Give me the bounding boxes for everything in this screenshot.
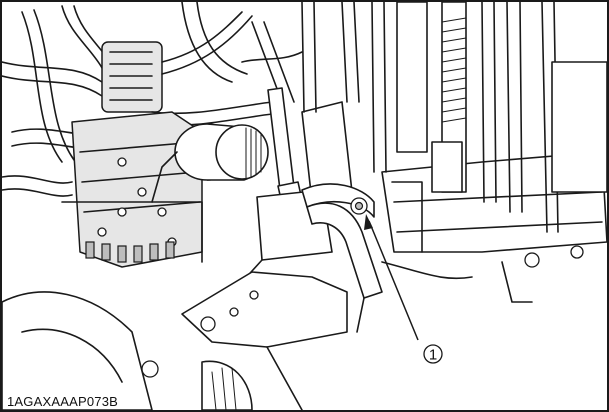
upper-tubes — [301, 2, 428, 173]
injection-pump-block — [61, 111, 203, 268]
callout-leader — [364, 214, 419, 341]
figure-code: 1AGAXAAAP073B — [6, 394, 122, 409]
left-hose-bundle — [2, 2, 303, 197]
oil-filter — [151, 123, 269, 203]
lower-left-housing — [2, 291, 253, 410]
pipe-clamp-assembly — [301, 183, 383, 333]
callout-number: 1 — [429, 347, 437, 364]
control-rod — [267, 87, 303, 205]
lower-bracket — [181, 271, 348, 410]
callout-marker: 1 — [423, 344, 443, 364]
right-frame — [381, 2, 607, 303]
